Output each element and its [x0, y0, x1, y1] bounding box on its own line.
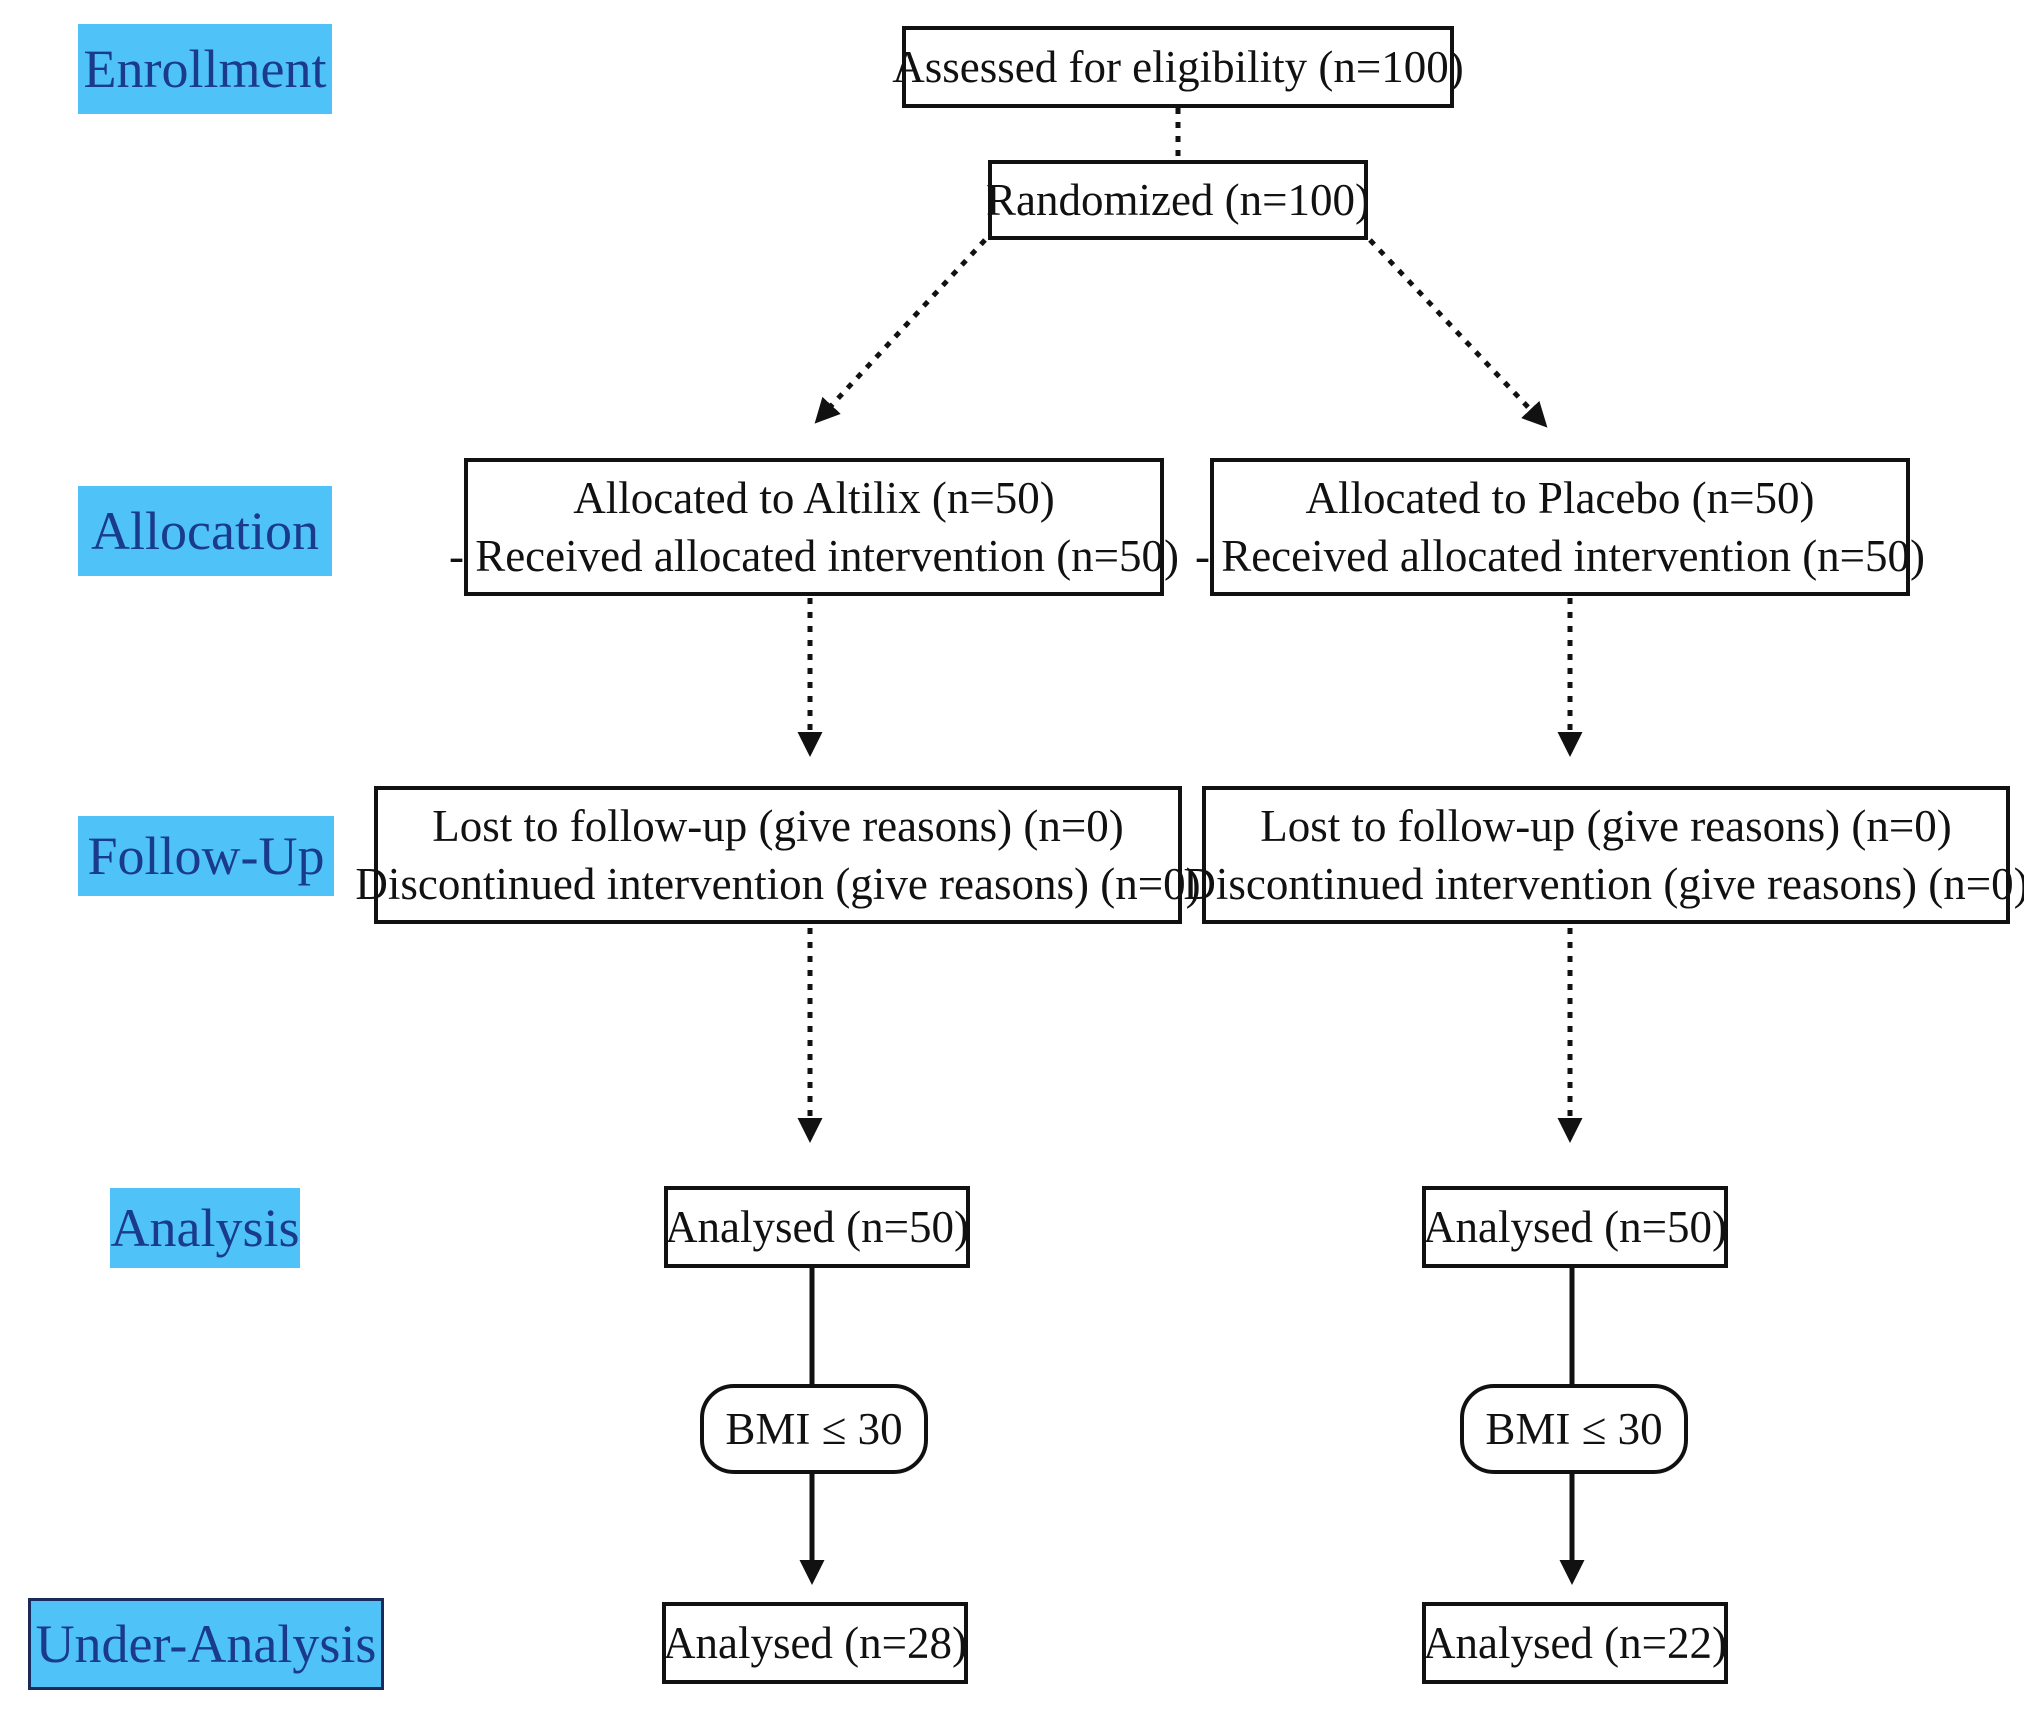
box-bmi-criterion-placebo: BMI ≤ 30 — [1460, 1384, 1688, 1474]
stage-label-analysis: Analysis — [110, 1188, 300, 1268]
bmi-left-text: BMI ≤ 30 — [725, 1404, 903, 1454]
under-left-text: Analysed (n=28) — [662, 1618, 968, 1668]
box-followup-altilix: Lost to follow-up (give reasons) (n=0) D… — [355, 786, 1201, 924]
box-allocated-altilix: Allocated to Altilix (n=50) - Received a… — [449, 458, 1179, 596]
analysed-right-text: Analysed (n=50) — [1422, 1202, 1728, 1252]
box-followup-placebo: Lost to follow-up (give reasons) (n=0) D… — [1183, 786, 2024, 924]
under-right-text: Analysed (n=22) — [1422, 1618, 1728, 1668]
altilix-allocation-text: Allocated to Altilix (n=50) — [573, 473, 1055, 523]
stage-label-allocation: Allocation — [78, 486, 332, 576]
randomized-text: Randomized (n=100) — [985, 175, 1371, 225]
followup-left-lost-text: Lost to follow-up (give reasons) (n=0) — [432, 801, 1124, 851]
box-allocated-placebo: Allocated to Placebo (n=50) - Received a… — [1195, 458, 1925, 596]
box-under-analysed-placebo: Analysed (n=22) — [1422, 1602, 1728, 1684]
box-randomized: Randomized (n=100) — [985, 160, 1371, 240]
placebo-allocation-text: Allocated to Placebo (n=50) — [1305, 473, 1815, 523]
placebo-received-text: - Received allocated intervention (n=50) — [1194, 531, 1926, 581]
box-analysed-placebo: Analysed (n=50) — [1422, 1186, 1728, 1268]
assessed-text: Assessed for eligibility (n=100) — [892, 42, 1464, 92]
box-bmi-criterion-altilix: BMI ≤ 30 — [700, 1384, 928, 1474]
followup-right-lost-text: Lost to follow-up (give reasons) (n=0) — [1260, 801, 1952, 851]
analysed-left-text: Analysed (n=50) — [664, 1202, 970, 1252]
arrow-randomized-to-altilix — [814, 238, 987, 424]
box-analysed-altilix: Analysed (n=50) — [664, 1186, 970, 1268]
arrow-randomized-to-placebo — [1368, 238, 1548, 428]
box-under-analysed-altilix: Analysed (n=28) — [662, 1602, 968, 1684]
box-assessed-for-eligibility: Assessed for eligibility (n=100) — [892, 26, 1464, 108]
followup-left-discontinued-text: Discontinued intervention (give reasons)… — [355, 859, 1201, 909]
stage-label-enrollment: Enrollment — [78, 24, 332, 114]
bmi-right-text: BMI ≤ 30 — [1485, 1404, 1663, 1454]
followup-right-discontinued-text: Discontinued intervention (give reasons)… — [1183, 859, 2024, 909]
stage-label-followup: Follow-Up — [78, 816, 334, 896]
stage-label-under-analysis: Under-Analysis — [28, 1598, 384, 1690]
altilix-received-text: - Received allocated intervention (n=50) — [448, 531, 1180, 581]
